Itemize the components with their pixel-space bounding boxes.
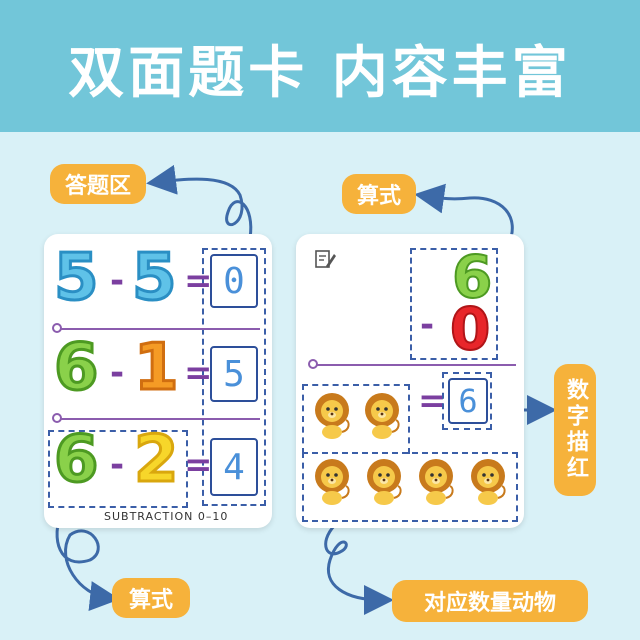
- row2-answer-box[interactable]: 5: [210, 346, 258, 402]
- vertical-top-number: 6: [451, 243, 493, 311]
- row2-subtrahend: 1: [133, 331, 181, 405]
- answer-column-outline: [202, 248, 266, 506]
- row3-subtrahend: 2: [133, 423, 181, 497]
- row3-equals: =: [184, 445, 213, 485]
- header-banner: [0, 0, 640, 132]
- row1-equals: =: [184, 261, 213, 301]
- card-footer-label: SUBTRACTION 0–10: [104, 510, 229, 523]
- separator-dot: [52, 413, 62, 423]
- vertical-minus: -: [420, 305, 435, 345]
- vertical-formula-outline: [410, 248, 498, 360]
- animals-outline-bottom: [302, 452, 518, 522]
- lion-icon: [365, 393, 400, 439]
- row-separator: [60, 328, 260, 330]
- separator-dot: [52, 323, 62, 333]
- label-digit-tracing: 数字描红: [554, 364, 596, 496]
- label-answer-area: 答题区: [50, 164, 146, 204]
- animals-outline-top: [302, 384, 410, 454]
- row2-equals: =: [184, 353, 213, 393]
- right-equals: =: [418, 381, 447, 421]
- row-separator: [60, 418, 260, 420]
- arrow-answer-area: [146, 164, 253, 239]
- row1-answer-box[interactable]: 0: [210, 254, 258, 308]
- row-separator: [316, 364, 516, 366]
- row2-minus: -: [110, 353, 125, 393]
- label-formula-bottom: 算式: [112, 578, 190, 618]
- row1-minuend: 5: [53, 241, 101, 315]
- label-matching-animals: 对应数量动物: [392, 580, 588, 622]
- page-title: 双面题卡 内容丰富: [68, 41, 572, 106]
- tracing-outline: [442, 372, 492, 430]
- separator-dot: [308, 359, 318, 369]
- vertical-bottom-number: 0: [449, 295, 491, 363]
- pencil-note-icon: [315, 250, 336, 268]
- row1-minus: -: [110, 261, 125, 301]
- lion-icon: [367, 459, 402, 505]
- formula-outline: [48, 430, 188, 508]
- lion-icon: [471, 459, 506, 505]
- row3-minuend: 6: [53, 423, 101, 497]
- lion-icon: [419, 459, 454, 505]
- arrow-animals: [324, 520, 394, 615]
- tracing-answer-box[interactable]: 6: [448, 378, 488, 424]
- lion-icon: [315, 393, 350, 439]
- row3-answer-box[interactable]: 4: [210, 438, 258, 496]
- row2-minuend: 6: [53, 331, 101, 405]
- row1-subtrahend: 5: [131, 241, 179, 315]
- label-formula-top: 算式: [342, 174, 416, 214]
- row3-minus: -: [110, 445, 125, 485]
- lion-icon: [315, 459, 350, 505]
